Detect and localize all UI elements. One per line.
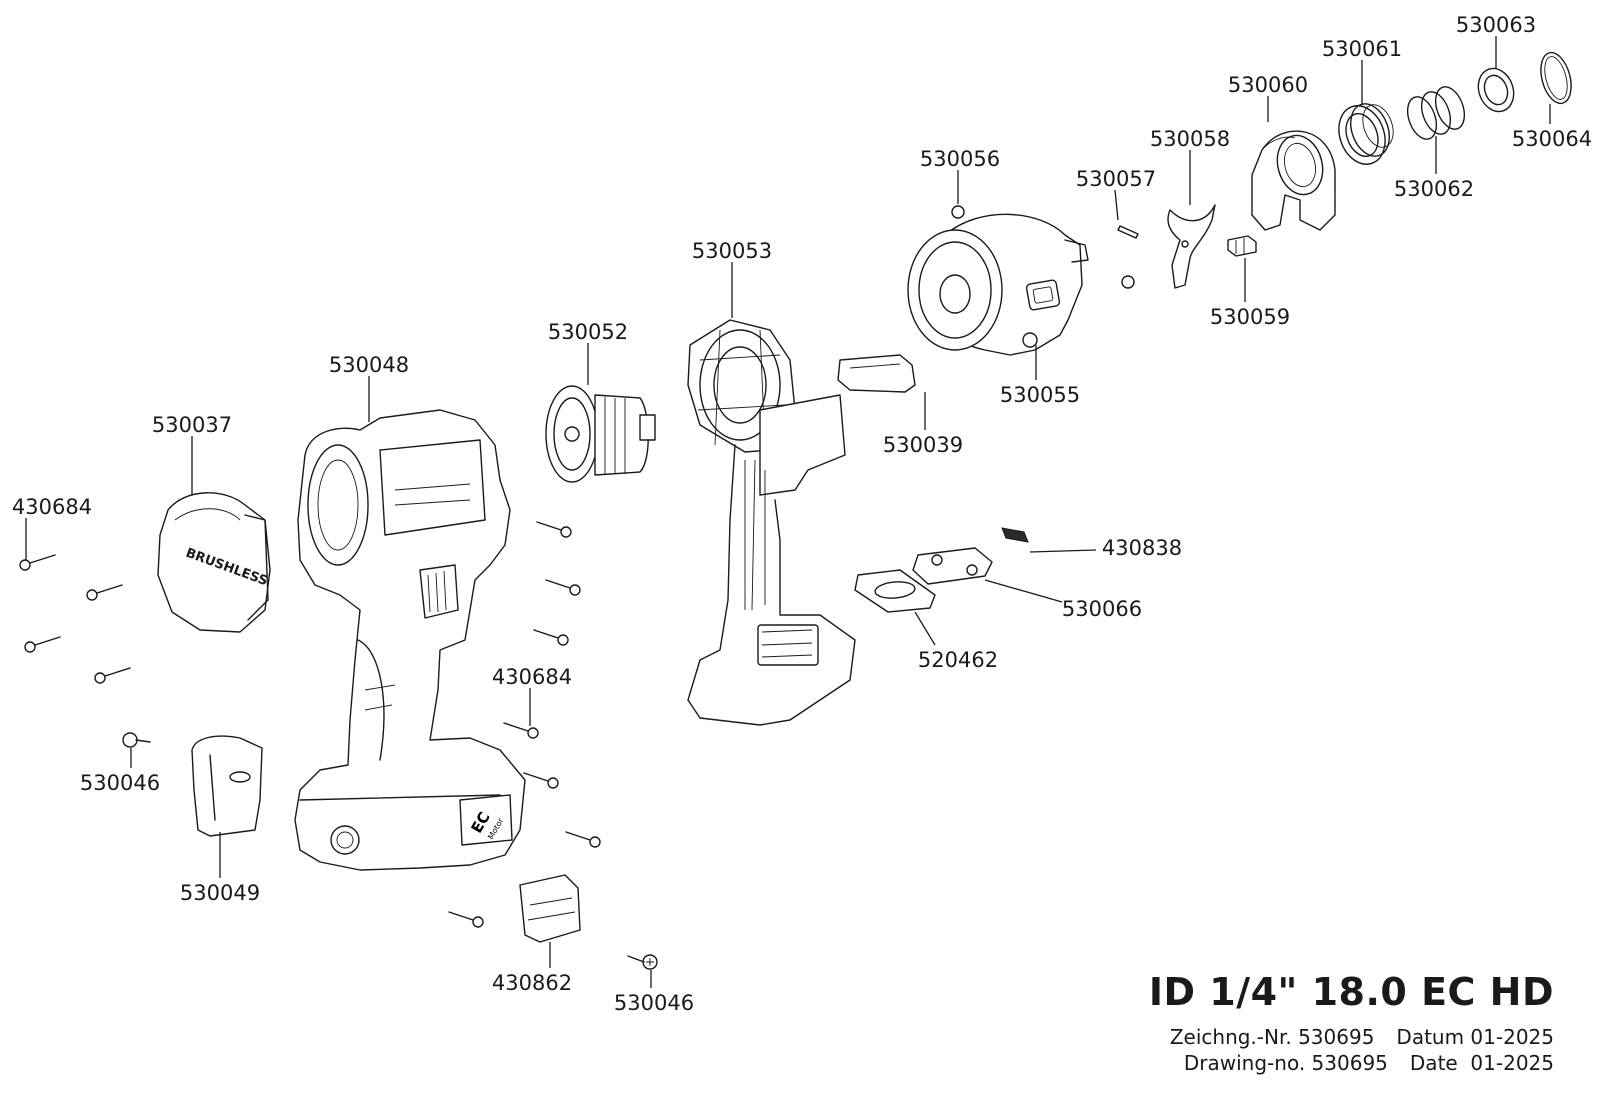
part-430838-clip <box>1001 527 1029 543</box>
screw-icon <box>627 954 658 970</box>
label-530066: 530066 <box>1062 597 1142 621</box>
label-530052: 530052 <box>548 320 628 344</box>
label-530058: 530058 <box>1150 127 1230 151</box>
screw-icon <box>86 584 123 601</box>
drawing-number-de: Zeichng.-Nr. 530695 <box>1169 1025 1375 1049</box>
screw-icon <box>122 732 151 748</box>
label-430838: 430838 <box>1102 536 1182 560</box>
screw-icon <box>536 521 572 538</box>
label-530057: 530057 <box>1076 167 1156 191</box>
label-530048: 530048 <box>329 353 409 377</box>
label-520462: 520462 <box>918 648 998 672</box>
part-530063-washer <box>1477 67 1515 113</box>
date-de: Datum 01-2025 <box>1396 1025 1554 1049</box>
label-530063: 530063 <box>1456 13 1536 37</box>
label-530059: 530059 <box>1210 305 1290 329</box>
part-530064-retaining-ring <box>1540 51 1572 105</box>
part-530049-belt-clip <box>191 735 263 837</box>
label-430862: 430862 <box>492 971 572 995</box>
label-530061: 530061 <box>1322 37 1402 61</box>
label-530046-bottom: 530046 <box>614 991 694 1015</box>
part-530037-end-cover: BRUSHLESS <box>157 492 271 633</box>
part-520462-holder <box>854 569 936 613</box>
meta-row-de: Zeichng.-Nr. 530695 Datum 01-2025 <box>1149 1024 1554 1050</box>
meta-row-en: Drawing-no. 530695 Date 01-2025 <box>1149 1050 1554 1076</box>
label-530060: 530060 <box>1228 73 1308 97</box>
label-530062: 530062 <box>1394 177 1474 201</box>
screw-icon <box>24 636 61 653</box>
part-530048-main-housing: EC Motor <box>294 409 526 871</box>
date-en: Date 01-2025 <box>1409 1051 1554 1075</box>
part-530057-pin <box>1117 225 1139 239</box>
part-530055-gear-housing <box>907 213 1089 356</box>
part-530062-spring <box>1406 86 1466 140</box>
label-530053: 530053 <box>692 239 772 263</box>
screw-icon <box>19 554 56 571</box>
label-530046-left: 530046 <box>80 771 160 795</box>
part-530060-front-cover <box>1251 130 1336 231</box>
label-430684-center: 430684 <box>492 665 572 689</box>
part-430862-latch <box>519 874 581 943</box>
part-530052-rotor <box>545 385 656 483</box>
label-530055: 530055 <box>1000 383 1080 407</box>
part-530066-plate <box>912 547 993 585</box>
label-530039: 530039 <box>883 433 963 457</box>
label-530049: 530049 <box>180 881 260 905</box>
screw-icon <box>94 667 131 684</box>
part-electronics-assembly <box>687 394 856 726</box>
screw-icon <box>523 772 559 789</box>
part-530061-sleeve <box>1338 103 1394 165</box>
screw-icon <box>503 722 539 739</box>
label-530056: 530056 <box>920 147 1000 171</box>
label-530064: 530064 <box>1512 127 1592 151</box>
part-530056-ball <box>951 205 1135 289</box>
drawing-title: ID 1/4" 18.0 EC HD <box>1148 970 1554 1014</box>
screw-icon <box>448 911 484 928</box>
screw-icon <box>565 831 601 848</box>
drawing-number-en: Drawing-no. 530695 <box>1183 1051 1388 1075</box>
screw-group <box>19 521 658 970</box>
leader-lines <box>25 36 1551 988</box>
label-530037: 530037 <box>152 413 232 437</box>
part-number-labels: 530063 530061 530060 530064 530058 53006… <box>12 13 1592 1015</box>
label-430684-left: 430684 <box>12 495 92 519</box>
part-530039-slider <box>837 354 916 393</box>
screw-icon <box>545 579 581 596</box>
part-530059-slide-switch <box>1227 235 1257 257</box>
part-530058-lever <box>1167 204 1216 289</box>
screw-icon <box>533 629 569 646</box>
